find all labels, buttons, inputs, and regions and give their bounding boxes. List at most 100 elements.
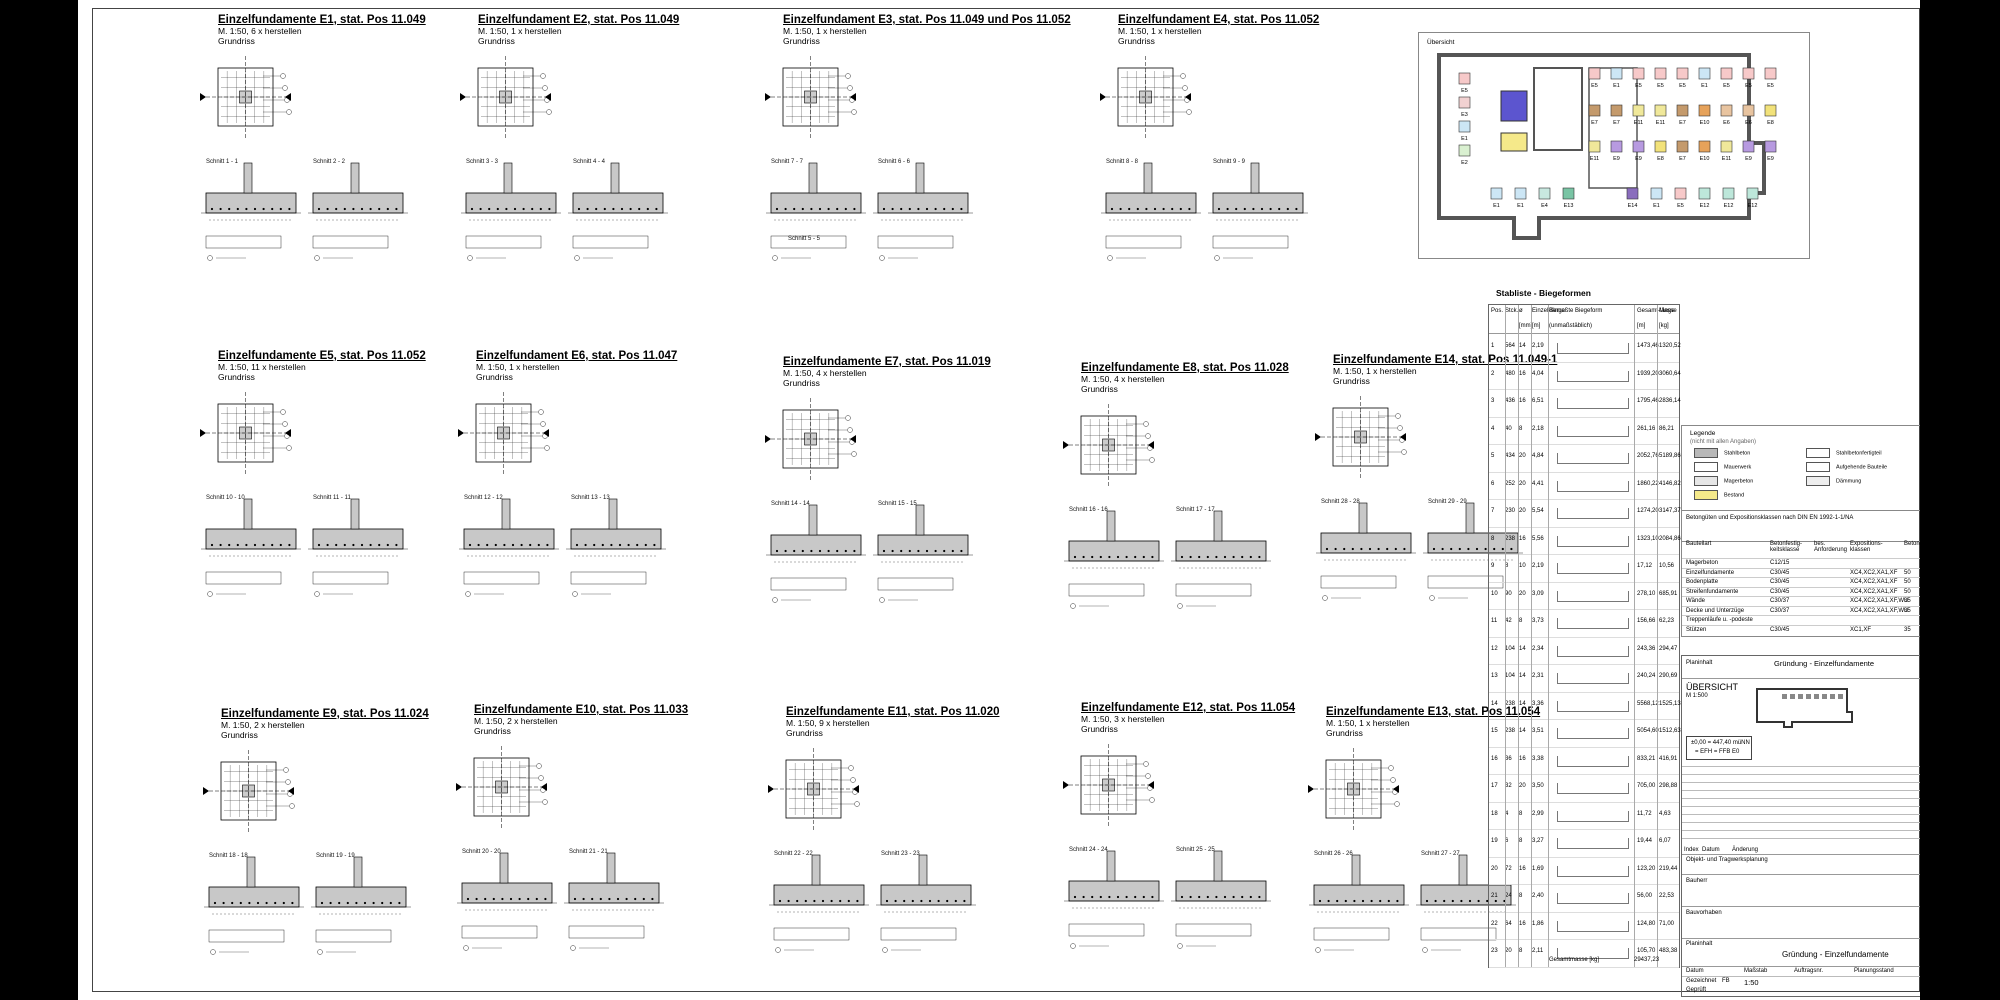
concrete-cell: C30/45 <box>1770 579 1790 585</box>
foundation-e3: Einzelfundament E3, stat. Pos 11.049 und… <box>765 14 1071 344</box>
foundation-scale: M. 1:50, 1 x herstellen <box>1333 366 1417 376</box>
stabliste-cell: 14 <box>1519 343 1526 349</box>
concrete-cell: Treppenläufe u. -podeste <box>1686 617 1753 623</box>
legend-swatch <box>1694 476 1718 486</box>
stabliste-table: Pos.Stck.ø[mm]Einzel-länge[m]Bemaßte Bie… <box>1488 304 1681 968</box>
foundation-plan-label: Grundriss <box>476 372 513 382</box>
overview-marker: E5 <box>1745 83 1752 89</box>
stabliste-cell: 2,18 <box>1532 425 1544 432</box>
stabliste-cell: 17 <box>1491 783 1498 789</box>
foundation-title: Einzelfundament E3, stat. Pos 11.049 und… <box>783 14 1071 26</box>
foundation-drawing <box>460 56 668 261</box>
section-label: Schnitt 25 - 25 <box>1176 847 1215 853</box>
bend-shape <box>1557 508 1629 519</box>
bend-shape <box>1557 893 1629 904</box>
foundation-scale: M. 1:50, 1 x herstellen <box>1326 718 1410 728</box>
stabliste-cell: 32 <box>1505 783 1512 789</box>
bend-shape <box>1557 453 1629 464</box>
overview-marker: E7 <box>1591 120 1598 126</box>
overview-marker: E5 <box>1677 203 1684 209</box>
stabliste-cell: 124,80 <box>1637 920 1656 927</box>
concrete-cell: C30/45 <box>1770 569 1790 576</box>
stabliste-cell: 19,44 <box>1637 838 1653 844</box>
overview-marker: E9 <box>1745 156 1752 162</box>
stabliste-cell: 252 <box>1505 480 1516 487</box>
stabliste-cell: 18 <box>1491 810 1498 817</box>
planinhalt2-label: Planinhalt <box>1686 941 1713 947</box>
overview-marker: E6 <box>1745 120 1752 126</box>
index-header: Datum <box>1702 847 1720 853</box>
stabliste-cell: 17,12 <box>1637 563 1653 569</box>
section-label: Schnitt 12 - 12 <box>464 495 503 501</box>
stabliste-cell: 290,69 <box>1659 673 1678 679</box>
scale-value: 1:50 <box>1744 978 1759 987</box>
stabliste-cell: 62,23 <box>1659 618 1675 624</box>
section-label: Schnitt 8 - 8 <box>1106 159 1139 165</box>
overview-marker: E12 <box>1748 203 1758 209</box>
stabliste-cell: 2,19 <box>1532 343 1544 349</box>
legend-item: Aufgehende Bauteile <box>1806 462 1887 472</box>
stabliste-cell: 6 <box>1491 480 1495 487</box>
foundation-title: Einzelfundament E4, stat. Pos 11.052 <box>1118 14 1320 26</box>
stabliste-cell: 10,56 <box>1659 563 1675 569</box>
stabliste-cell: 14 <box>1519 645 1526 652</box>
concrete-cell: 50 <box>1904 579 1911 585</box>
foundation-title: Einzelfundamente E5, stat. Pos 11.052 <box>218 350 426 362</box>
stabliste-cell: 1274,20 <box>1637 508 1659 514</box>
stabliste-cell: 436 <box>1505 398 1516 404</box>
stabliste-cell: 1860,22 <box>1637 480 1659 487</box>
mini-plan <box>1756 688 1853 728</box>
stabliste-header: Bemaßte Biegeform <box>1549 308 1603 314</box>
bend-shape <box>1557 618 1629 629</box>
foundation-title: Einzelfundamente E1, stat. Pos 11.049 <box>218 14 426 26</box>
foundation-plan-label: Grundriss <box>783 378 820 388</box>
bend-shape <box>1557 810 1629 822</box>
concrete-cell: C30/37 <box>1770 598 1790 604</box>
stabliste-cell: 3,09 <box>1532 590 1544 597</box>
stabliste-cell: 2,11 <box>1532 948 1544 954</box>
stabliste-cell: 3 <box>1491 398 1495 404</box>
stabliste-cell: 19 <box>1491 838 1498 844</box>
foundation-drawing <box>458 392 666 597</box>
drawing-sheet: Einzelfundamente E1, stat. Pos 11.049 M. … <box>78 0 1920 1000</box>
concrete-cell: C30/37 <box>1770 607 1790 614</box>
foundation-title: Einzelfundamente E8, stat. Pos 11.028 <box>1081 362 1289 374</box>
concrete-cell: XC1,XF <box>1850 626 1872 633</box>
bend-shape <box>1557 425 1629 437</box>
stabliste-cell: 1323,10 <box>1637 535 1659 542</box>
overview-marker: E5 <box>1767 83 1774 89</box>
stabliste-cell: 4146,82 <box>1659 480 1681 487</box>
foundation-plan-label: Grundriss <box>1081 384 1118 394</box>
foundation-scale: M. 1:50, 1 x herstellen <box>783 26 867 36</box>
overview-marker: E12 <box>1724 203 1734 209</box>
foundation-scale: M. 1:50, 2 x herstellen <box>221 720 305 730</box>
section-label: Schnitt 3 - 3 <box>466 159 499 165</box>
section-label: Schnitt 10 - 10 <box>206 495 245 501</box>
overview-marker: E7 <box>1613 120 1620 126</box>
concrete-cell: 35 <box>1904 626 1911 633</box>
overview-title: Übersicht <box>1427 39 1455 46</box>
bauherr-label: Bauherr <box>1686 878 1708 884</box>
section-label: Schnitt 13 - 13 <box>571 495 610 501</box>
foundation-drawing <box>1063 744 1271 949</box>
index-header: Änderung <box>1732 847 1759 853</box>
section-label: Schnitt 23 - 23 <box>881 851 920 857</box>
stabliste-cell: 123,20 <box>1637 865 1656 872</box>
level-box: ±0,00 = 447,40 müNN= EFH = FFB E0 <box>1686 736 1752 760</box>
bend-shape <box>1557 728 1629 739</box>
bend-shape <box>1557 700 1629 712</box>
stabliste-cell: 3,51 <box>1532 728 1544 734</box>
overview-marker: E10 <box>1700 120 1710 126</box>
stabliste-cell: 833,21 <box>1637 755 1656 762</box>
stabliste-cell: 238 <box>1505 700 1516 707</box>
stabliste-cell: 1,86 <box>1532 920 1544 927</box>
stabliste-cell: 105,70 <box>1637 948 1656 954</box>
stabliste-cell: 261,16 <box>1637 425 1656 432</box>
stabliste-cell: 1525,13 <box>1659 700 1681 707</box>
overview-marker: E4 <box>1541 203 1548 209</box>
legend-swatch <box>1806 476 1830 486</box>
